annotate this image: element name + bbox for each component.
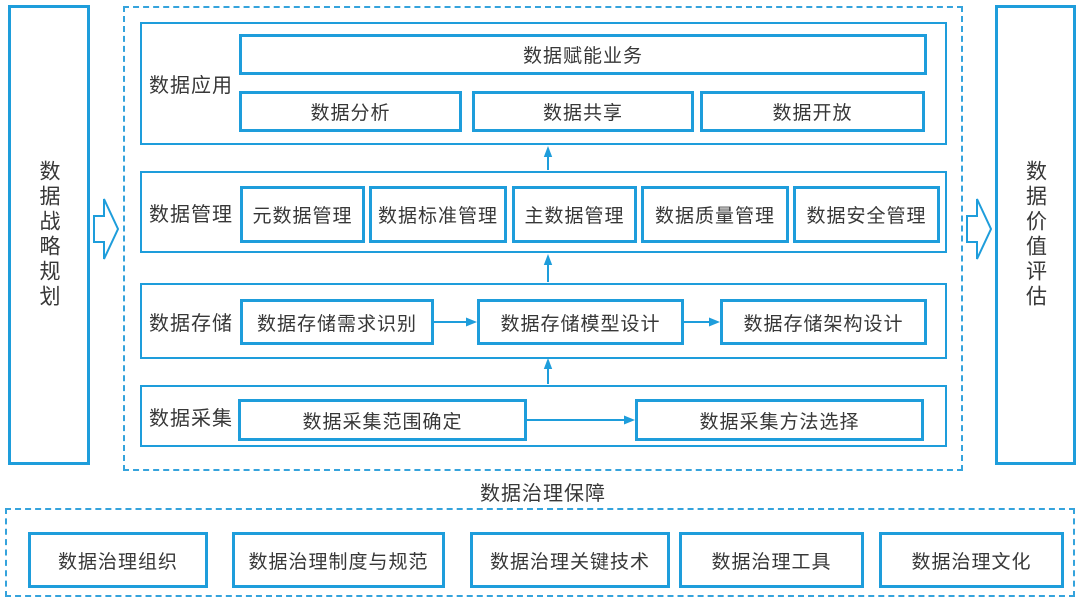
box-collection-scope-determination: 数据采集范围确定: [238, 399, 527, 441]
storage-layer-row: 数据存储 数据存储需求识别 数据存储模型设计 数据存储架构设计: [140, 283, 947, 359]
right-arrow-icon: [527, 415, 635, 425]
data-strategy-planning-label: 数据战略规划: [37, 160, 61, 310]
box-storage-architecture-design: 数据存储架构设计: [720, 299, 927, 345]
box-data-opening: 数据开放: [700, 91, 925, 132]
box-governance-rules-and-norms: 数据治理制度与规范: [232, 532, 445, 588]
up-arrow-icon: [543, 146, 553, 170]
collection-layer-label: 数据采集: [149, 407, 233, 430]
box-storage-requirement-identification: 数据存储需求识别: [240, 299, 434, 345]
box-data-standard-management: 数据标准管理: [369, 186, 507, 243]
data-strategy-planning-box: 数据战略规划: [8, 5, 90, 465]
box-governance-organization: 数据治理组织: [28, 532, 208, 588]
block-arrow-right-icon: [966, 198, 992, 260]
management-layer-row: 数据管理 元数据管理 数据标准管理 主数据管理 数据质量管理 数据安全管理: [140, 171, 947, 253]
collection-layer-row: 数据采集 数据采集范围确定 数据采集方法选择: [140, 385, 947, 447]
box-data-sharing: 数据共享: [472, 91, 694, 132]
governance-dashed-frame: 数据治理组织 数据治理制度与规范 数据治理关键技术 数据治理工具 数据治理文化: [5, 508, 1075, 597]
box-collection-method-selection: 数据采集方法选择: [635, 399, 924, 441]
box-governance-key-technology: 数据治理关键技术: [470, 532, 670, 588]
box-master-data-management: 主数据管理: [512, 186, 637, 243]
box-metadata-management: 元数据管理: [240, 186, 365, 243]
management-layer-label: 数据管理: [149, 203, 233, 226]
box-data-analysis: 数据分析: [239, 91, 462, 132]
storage-layer-label: 数据存储: [149, 312, 233, 335]
box-governance-culture: 数据治理文化: [879, 532, 1064, 588]
box-storage-model-design: 数据存储模型设计: [477, 299, 684, 345]
up-arrow-icon: [543, 358, 553, 384]
box-data-empower-business: 数据赋能业务: [239, 34, 927, 75]
application-layer-label: 数据应用: [149, 75, 233, 97]
right-arrow-icon: [434, 317, 477, 327]
core-process-dashed-frame: [123, 6, 963, 471]
up-arrow-icon: [543, 254, 553, 282]
data-value-evaluation-label: 数据价值评估: [1023, 160, 1048, 310]
box-governance-tools: 数据治理工具: [679, 532, 864, 588]
governance-caption: 数据治理保障: [480, 483, 606, 505]
application-layer-row: 数据应用 数据赋能业务 数据分析 数据共享 数据开放: [140, 22, 947, 145]
box-data-quality-management: 数据质量管理: [641, 186, 789, 243]
right-arrow-icon: [684, 317, 720, 327]
box-data-security-management: 数据安全管理: [793, 186, 940, 243]
block-arrow-right-icon: [93, 198, 119, 260]
data-value-evaluation-box: 数据价值评估: [995, 5, 1076, 465]
